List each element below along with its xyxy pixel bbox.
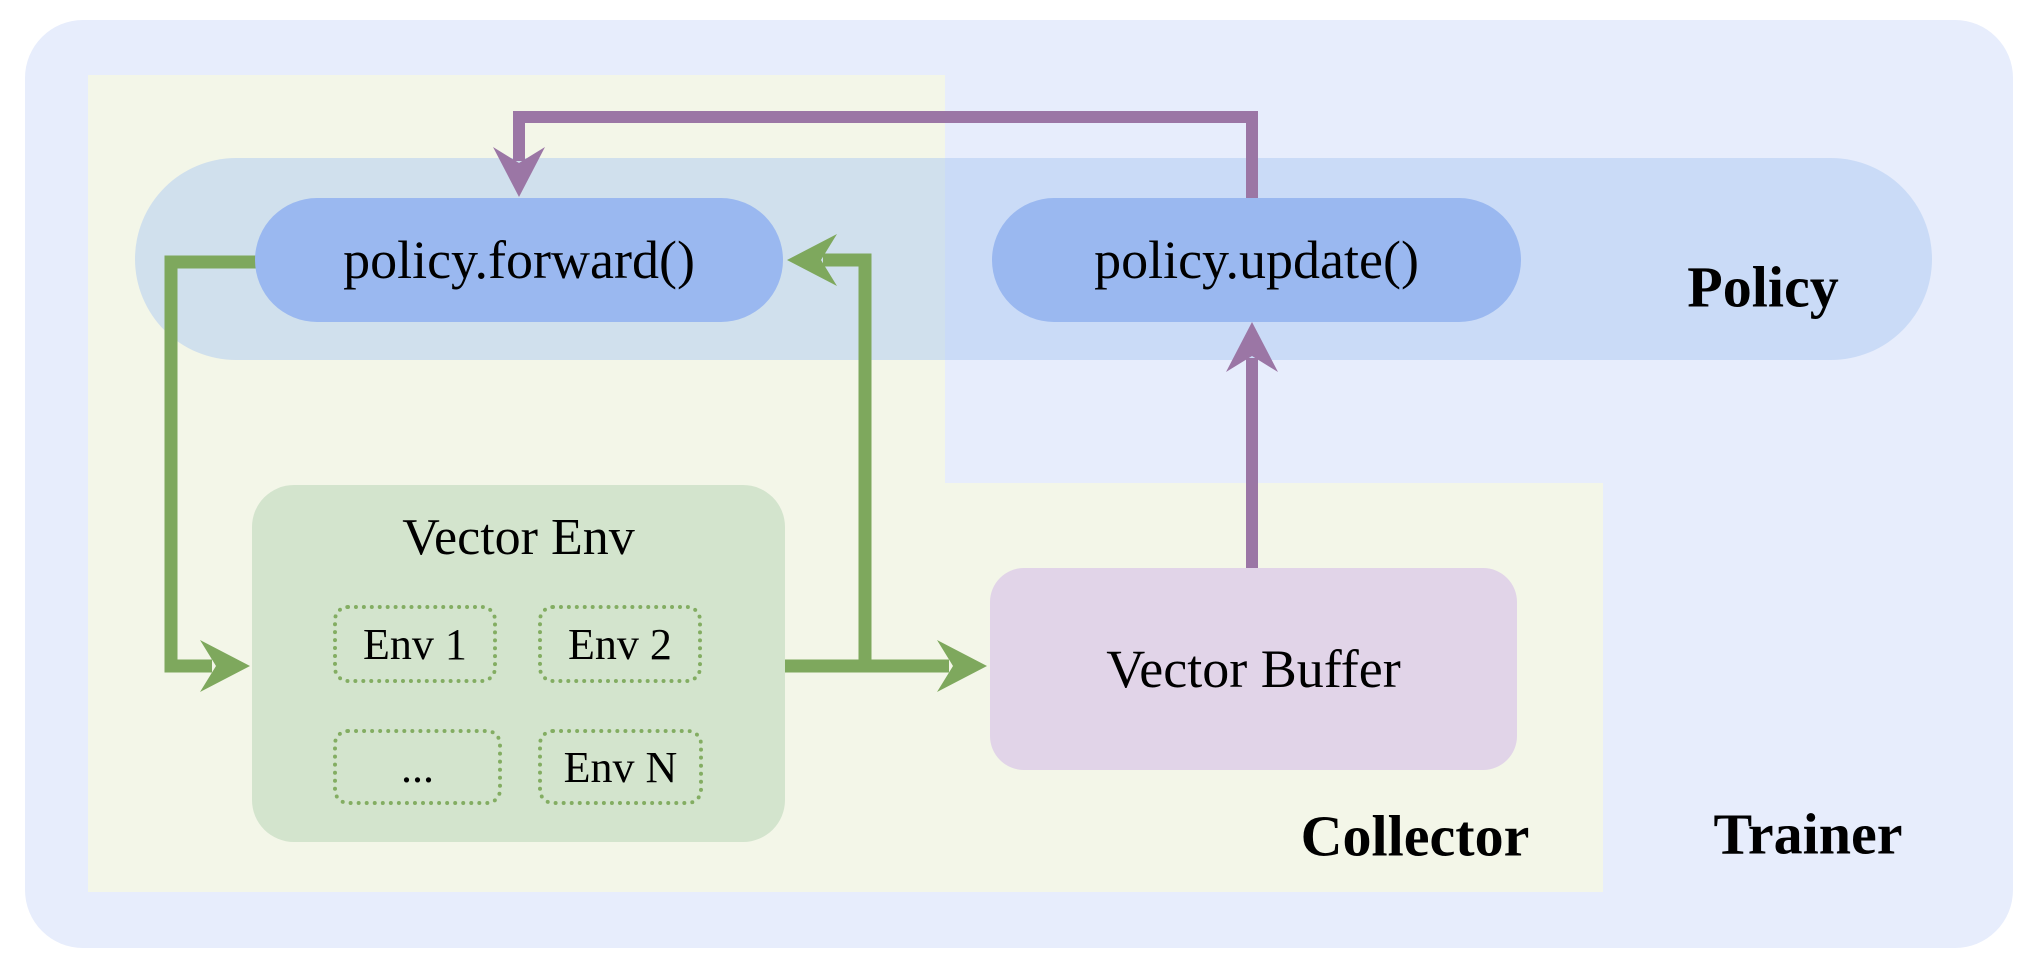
policy-forward-pill: policy.forward(): [255, 198, 783, 322]
env-ellipsis-cell: ...: [333, 729, 502, 805]
env-n-cell: Env N: [538, 729, 703, 805]
policy-update-pill: policy.update(): [992, 198, 1521, 322]
vector-buffer-box: Vector Buffer: [990, 568, 1517, 770]
collector-region-label: Collector: [1300, 803, 1530, 869]
policy-region-label: Policy: [1687, 254, 1839, 320]
env-2-cell: Env 2: [538, 605, 702, 683]
vector-env-title: Vector Env: [402, 509, 635, 566]
vector-env-box: [252, 485, 785, 842]
trainer-region-label: Trainer: [1713, 801, 1903, 867]
env-1-cell: Env 1: [333, 605, 497, 683]
